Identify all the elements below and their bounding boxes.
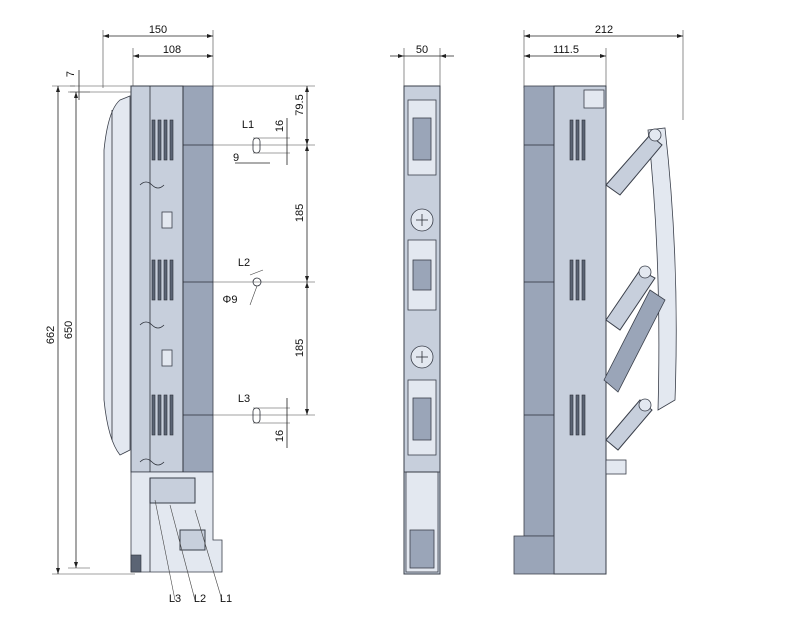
dim-open-inner-width: 111.5 — [553, 44, 579, 56]
dim-inner-width: 108 — [163, 44, 181, 56]
slot-l3 — [252, 407, 261, 424]
open-cover — [647, 127, 677, 411]
open-base-body — [553, 85, 607, 575]
dim-total-height: 662 — [45, 326, 57, 344]
terminal-label-l3: L3 — [169, 593, 181, 605]
dim-open-overall-width: 212 — [595, 24, 613, 36]
dim-l1-width: 9 — [233, 152, 239, 164]
side-view: 150 108 7 662 650 — [45, 24, 232, 605]
open-linkage — [603, 289, 666, 393]
dim-overall-width: 150 — [149, 24, 167, 36]
contact-group-1 — [139, 119, 174, 229]
fuse-carrier-1 — [605, 134, 663, 196]
dim-pitch-1: 185 — [294, 204, 306, 222]
terminal-label-l2: L2 — [194, 593, 206, 605]
terminal-label-l1: L1 — [220, 593, 232, 605]
open-view: 212 111.5 — [513, 24, 684, 575]
dim-l1-top: 79.5 — [294, 94, 306, 115]
dim-hole-dia: Φ9 — [223, 294, 238, 306]
dim-top-offset: 7 — [65, 71, 77, 77]
label-l2: L2 — [238, 257, 250, 269]
open-base-rail — [523, 85, 555, 537]
dim-mount-height: 650 — [63, 321, 75, 339]
fuse-carrier-3 — [605, 399, 653, 451]
front-view: 50 — [390, 44, 454, 575]
spacing-detail: 79.5 L1 16 9 185 L2 Φ9 185 L3 16 — [213, 85, 315, 448]
cover-handle — [103, 95, 131, 456]
label-l3: L3 — [238, 393, 250, 405]
contact-group-3 — [139, 394, 174, 466]
contact-group-2 — [139, 259, 174, 367]
dim-front-width: 50 — [416, 44, 428, 56]
base-body — [130, 85, 184, 473]
label-l1: L1 — [242, 119, 254, 131]
fuse-carrier-2 — [605, 269, 656, 331]
dim-pitch-2: 185 — [294, 339, 306, 357]
dim-l3-slot: 16 — [274, 430, 286, 442]
base-rail — [182, 85, 214, 473]
dim-l1-slot: 16 — [274, 120, 286, 132]
slot-l1 — [252, 137, 261, 154]
